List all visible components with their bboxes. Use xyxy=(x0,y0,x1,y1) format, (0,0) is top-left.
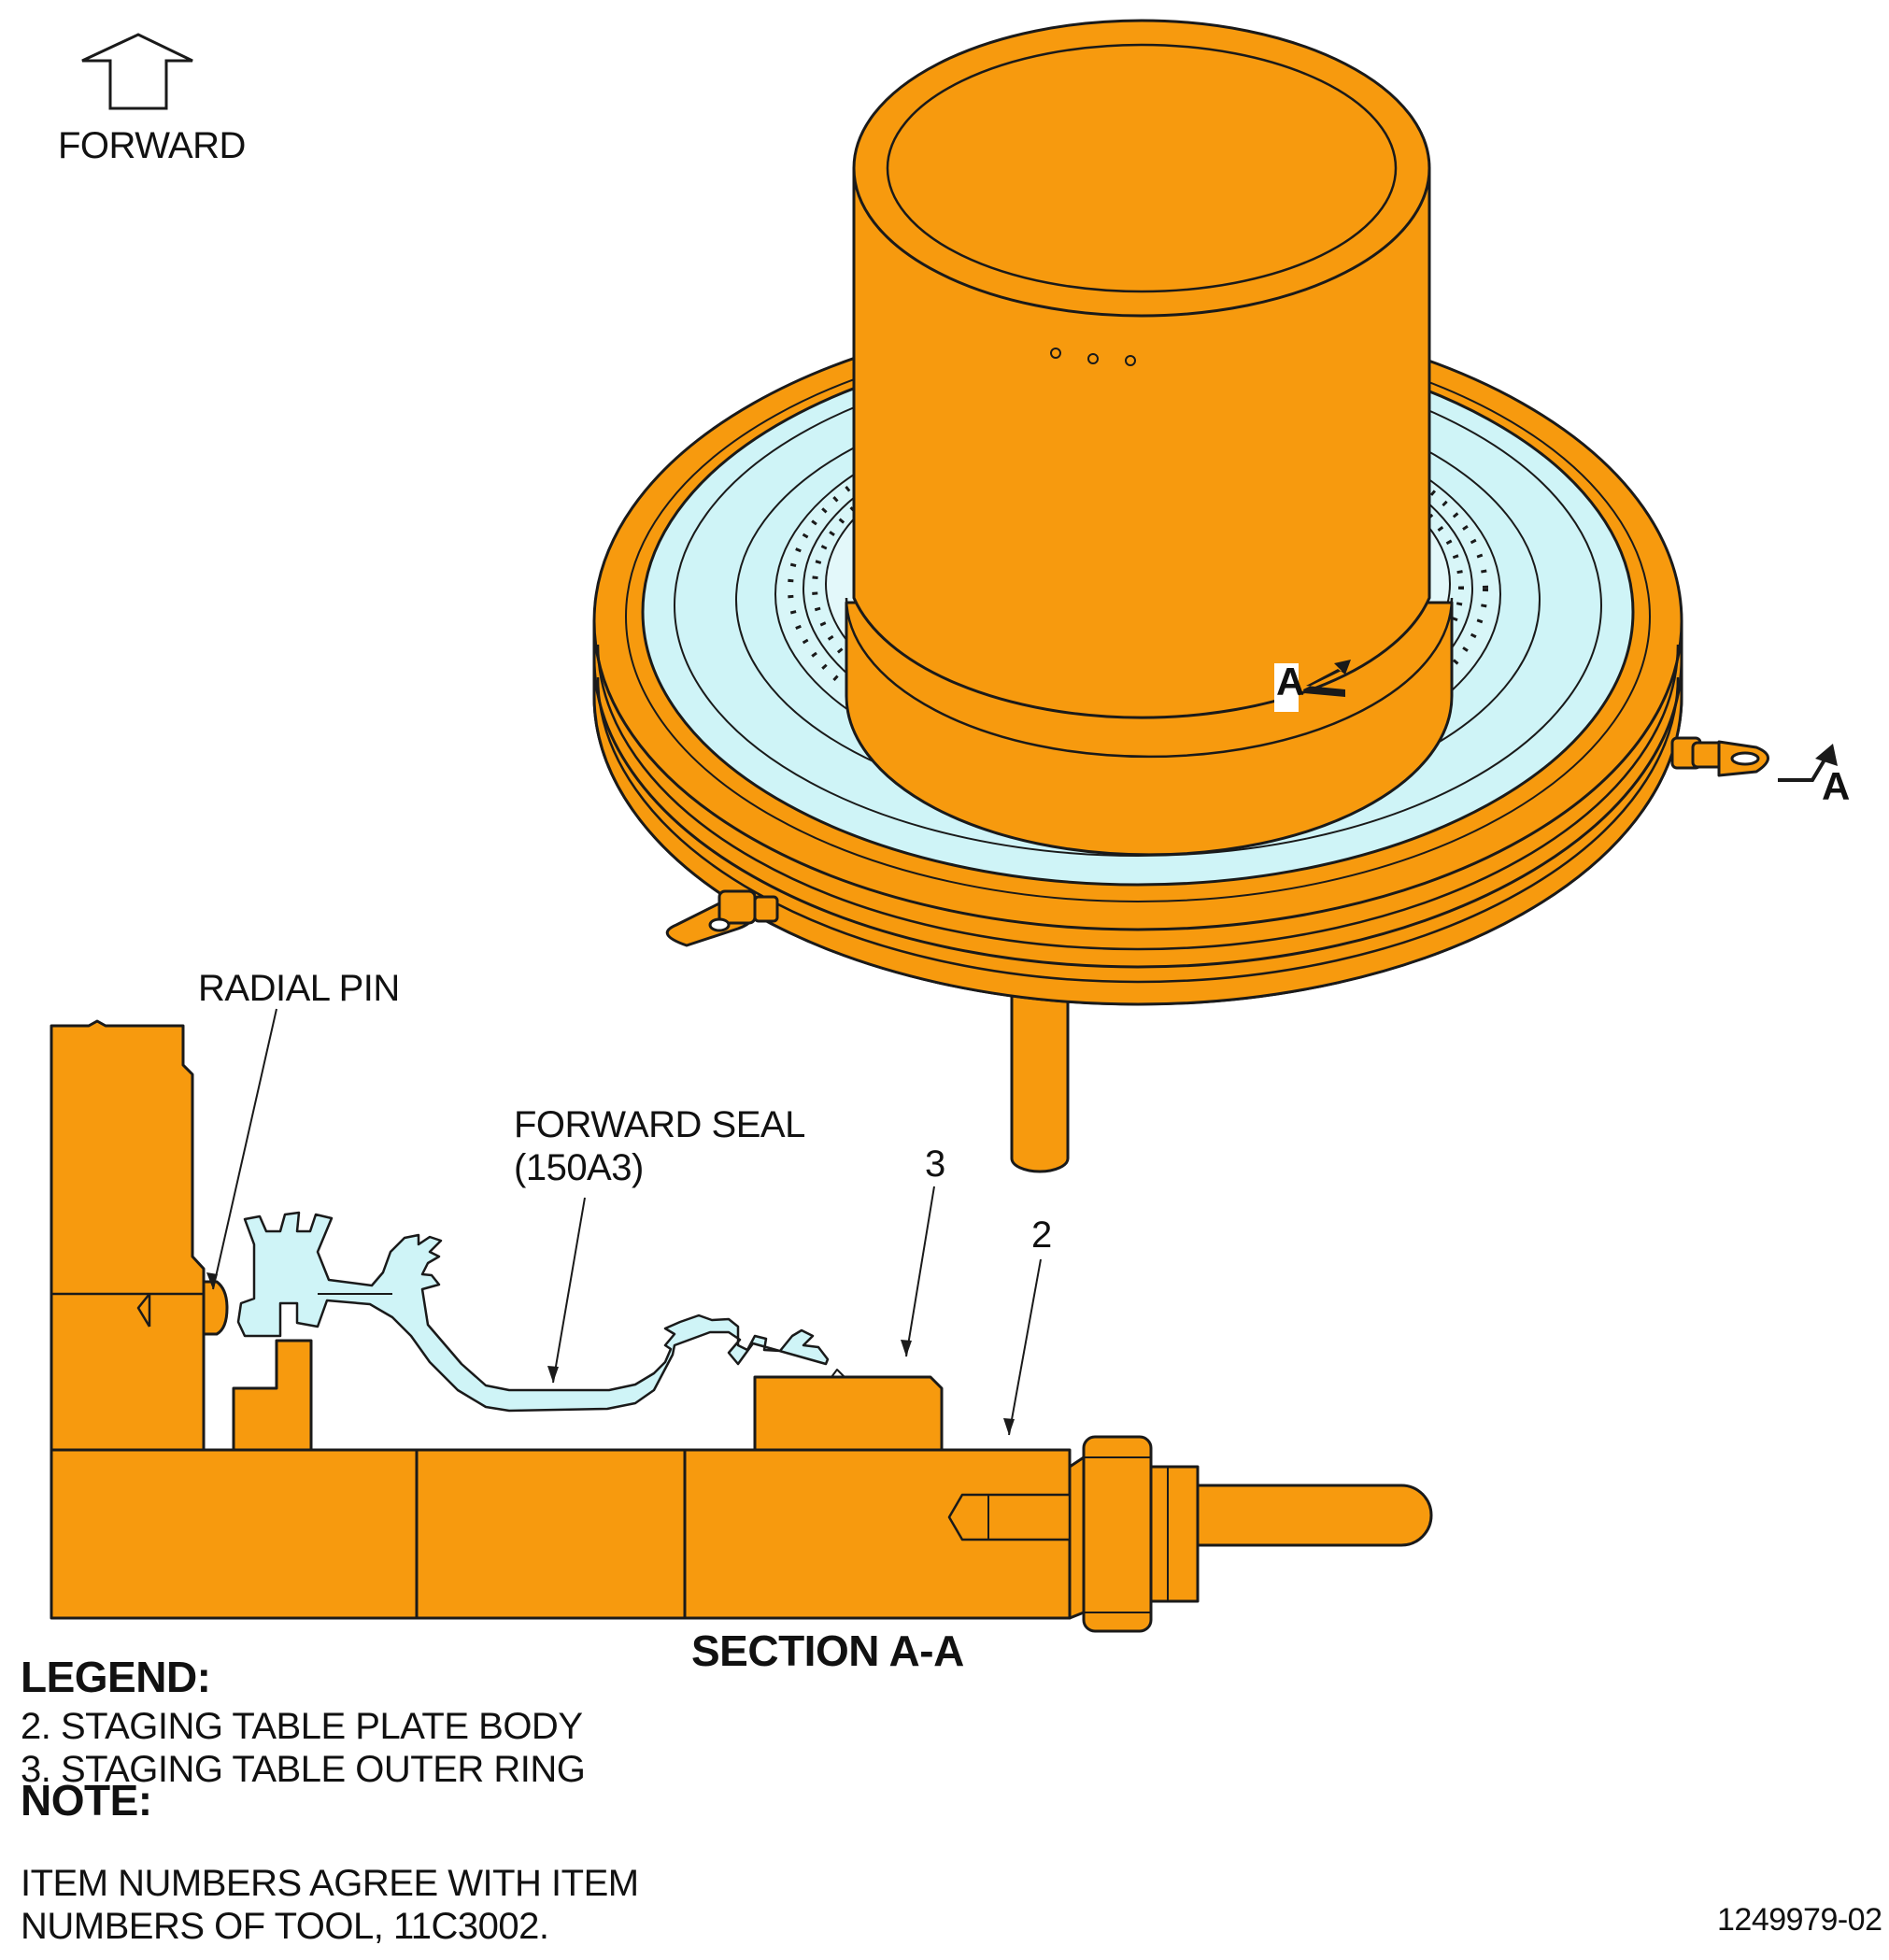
forward-label: FORWARD xyxy=(58,125,246,166)
note-line-2: NUMBERS OF TOOL, 11C3002. xyxy=(21,1906,549,1947)
forward-seal-section xyxy=(236,1211,830,1413)
drawing-number: 1249979-02 xyxy=(1717,1902,1882,1938)
section-marker-top xyxy=(1274,660,1351,712)
section-marker-top-label: A xyxy=(1276,660,1304,703)
cylinder-fixture xyxy=(845,19,1454,857)
isometric-staging-table xyxy=(592,19,1769,1173)
item-2-plate-body xyxy=(50,1448,1086,1620)
forward-seal-callout-line1: FORWARD SEAL xyxy=(514,1104,805,1145)
item-2-callout: 2 xyxy=(1031,1214,1052,1256)
note-line-1: ITEM NUMBERS AGREE WITH ITEM xyxy=(21,1863,639,1904)
up-arrow-icon xyxy=(81,33,193,110)
shaft-nut xyxy=(1082,1435,1433,1633)
section-a-a-view xyxy=(50,1008,1433,1633)
leader-lines xyxy=(212,1008,1042,1436)
legend-item-3: 3. STAGING TABLE OUTER RING xyxy=(21,1749,586,1790)
radial-pin-callout: RADIAL PIN xyxy=(198,968,400,1009)
item-3-callout: 3 xyxy=(925,1143,945,1185)
section-marker-right xyxy=(1778,744,1838,782)
center-post xyxy=(1010,970,1070,1173)
left-post xyxy=(50,1019,206,1452)
legend-heading: LEGEND: xyxy=(21,1653,211,1701)
forward-seal-callout-line2: (150A3) xyxy=(514,1147,644,1188)
note-heading: NOTE: xyxy=(21,1776,152,1825)
item-3-outer-ring-block xyxy=(753,1369,944,1452)
radial-pin xyxy=(202,1280,229,1336)
section-marker-right-label: A xyxy=(1822,764,1850,808)
legend-item-2: 2. STAGING TABLE PLATE BODY xyxy=(21,1706,583,1747)
lifting-eye-right xyxy=(1670,736,1769,777)
seal-pedestal xyxy=(232,1339,313,1452)
lifting-eye-left xyxy=(665,889,779,947)
section-title: SECTION A-A xyxy=(691,1626,964,1675)
leader-arrowheads xyxy=(206,1272,1015,1435)
